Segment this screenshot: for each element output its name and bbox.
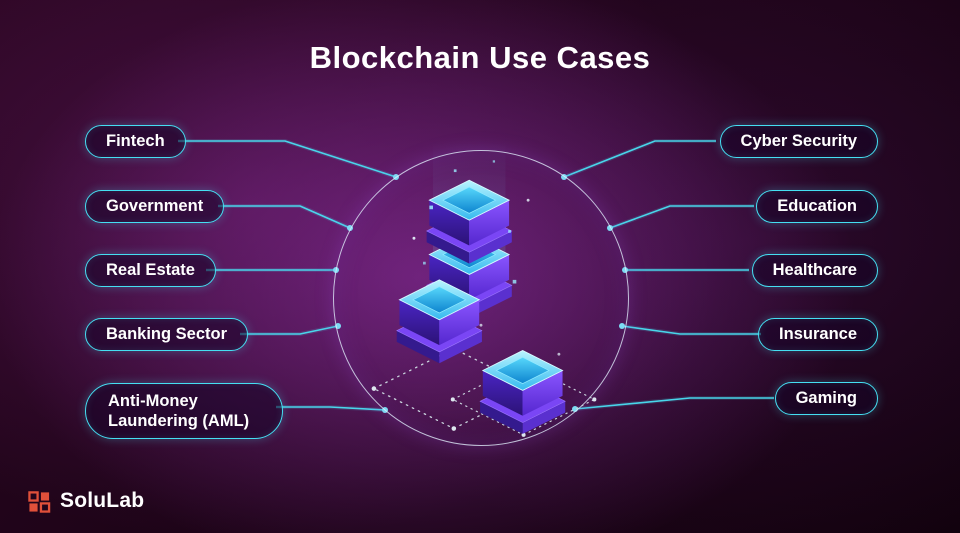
- node-banking-sector-label: Banking Sector: [106, 325, 228, 343]
- blockchain-illustration: [370, 144, 597, 438]
- cube-bottom-right: [479, 350, 566, 435]
- page-title: Blockchain Use Cases: [309, 40, 651, 75]
- node-healthcare-label: Healthcare: [772, 261, 857, 279]
- node-aml-label: Anti-Money Laundering (AML): [108, 392, 250, 431]
- solulab-logo-icon: [28, 490, 51, 513]
- node-insurance: Insurance: [758, 318, 878, 351]
- glow-particles: [412, 160, 561, 356]
- node-government-label: Government: [106, 197, 204, 215]
- node-gaming: Gaming: [774, 382, 878, 415]
- node-fintech: Fintech: [85, 125, 186, 158]
- node-insurance-label: Insurance: [779, 325, 857, 343]
- node-aml: Anti-Money Laundering (AML): [85, 383, 283, 440]
- node-banking-sector: Banking Sector: [85, 318, 249, 351]
- solulab-logo: SoluLab: [28, 489, 144, 513]
- center-circle: [333, 144, 629, 446]
- node-cyber-security-label: Cyber Security: [740, 132, 857, 150]
- node-education-label: Education: [777, 197, 857, 215]
- node-real-estate: Real Estate: [85, 254, 216, 287]
- node-healthcare: Healthcare: [751, 254, 878, 287]
- solulab-logo-text: SoluLab: [60, 489, 145, 512]
- node-gaming-label: Gaming: [795, 389, 857, 407]
- node-real-estate-label: Real Estate: [106, 261, 195, 279]
- node-education: Education: [756, 190, 878, 223]
- node-government: Government: [85, 190, 225, 223]
- node-fintech-label: Fintech: [106, 132, 165, 150]
- node-cyber-security: Cyber Security: [719, 125, 878, 158]
